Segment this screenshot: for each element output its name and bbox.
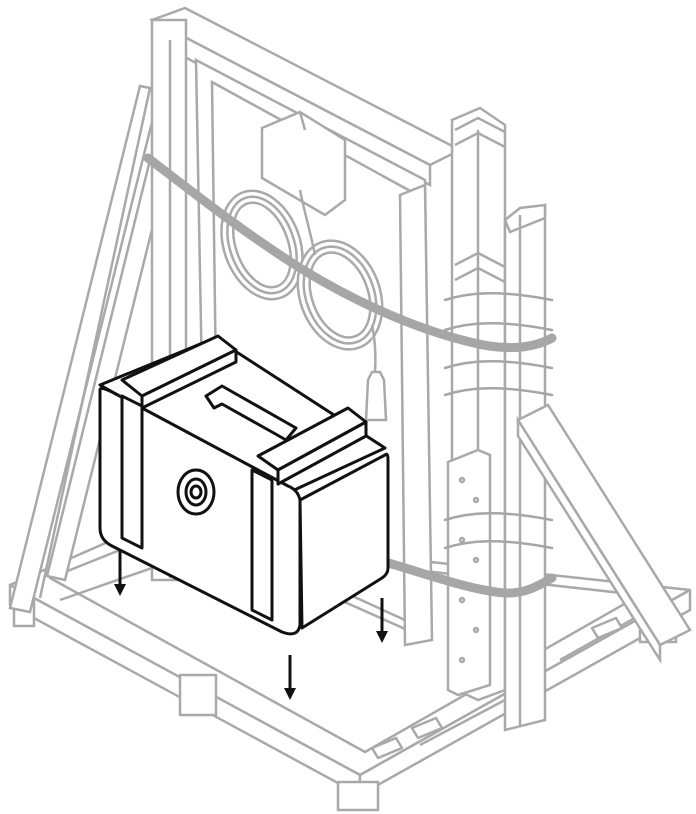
bolt bbox=[472, 556, 480, 564]
cable-plug bbox=[364, 370, 388, 422]
frame-inner-post bbox=[398, 183, 434, 647]
latch-ring-core bbox=[189, 484, 203, 500]
post-chevron bbox=[454, 251, 506, 269]
tie-down-straps bbox=[143, 153, 557, 598]
placement-arrows bbox=[114, 550, 388, 700]
case-bumper-front-right bbox=[250, 468, 274, 622]
strap-wrap bbox=[443, 321, 554, 332]
pallet-foot-front bbox=[336, 780, 380, 812]
handle-icon bbox=[204, 384, 298, 442]
strap-wrap bbox=[443, 386, 554, 397]
case-bumper-front-left bbox=[120, 394, 144, 550]
arrow-head bbox=[114, 584, 126, 596]
strap-wrap bbox=[443, 291, 554, 302]
latch-ring-outer bbox=[176, 468, 216, 516]
pallet-slat-block bbox=[410, 716, 444, 740]
latch-ring-icon bbox=[176, 468, 216, 516]
arrow-head bbox=[376, 631, 388, 643]
left-frame-brace bbox=[8, 84, 170, 614]
down-arrow-icon bbox=[284, 655, 296, 700]
bolt bbox=[472, 496, 480, 504]
cable-lead bbox=[298, 189, 317, 256]
post-chevron bbox=[454, 131, 506, 149]
case-front bbox=[98, 386, 302, 636]
strap-wrap bbox=[443, 359, 554, 370]
bolt bbox=[458, 536, 466, 544]
post-chevron bbox=[454, 116, 506, 134]
down-arrow-icon bbox=[114, 550, 126, 596]
corner-post bbox=[446, 106, 547, 732]
pallet-slat-block bbox=[590, 616, 624, 640]
bolt bbox=[472, 626, 480, 634]
strap-wrap bbox=[443, 511, 554, 522]
case-side bbox=[298, 452, 390, 630]
corner-post-cap bbox=[503, 203, 547, 234]
bolt bbox=[458, 656, 466, 664]
latch-ring-inner bbox=[184, 477, 208, 507]
post-bolt-strip bbox=[446, 448, 492, 697]
pallet-foot-mid bbox=[178, 673, 218, 717]
pallet-slat-block bbox=[370, 736, 404, 760]
strap-upper bbox=[143, 153, 557, 353]
pallet-slat bbox=[419, 698, 506, 747]
frame-clamp-bar bbox=[298, 111, 307, 131]
bolt bbox=[458, 596, 466, 604]
arrow-head bbox=[284, 688, 296, 700]
case-bumper-top-left-face bbox=[140, 348, 238, 410]
equipment-case bbox=[98, 334, 390, 636]
brace-diagonal-left-inner bbox=[38, 87, 152, 599]
post-chevron bbox=[454, 266, 506, 284]
case-bumper-top-right-face bbox=[276, 420, 368, 486]
down-arrow-icon bbox=[376, 598, 388, 643]
strap-lower bbox=[380, 557, 557, 598]
strap-wrap bbox=[443, 539, 554, 550]
bolt bbox=[458, 476, 466, 484]
brace-diagonal-right-face bbox=[516, 415, 662, 665]
right-frame-brace bbox=[516, 403, 692, 665]
